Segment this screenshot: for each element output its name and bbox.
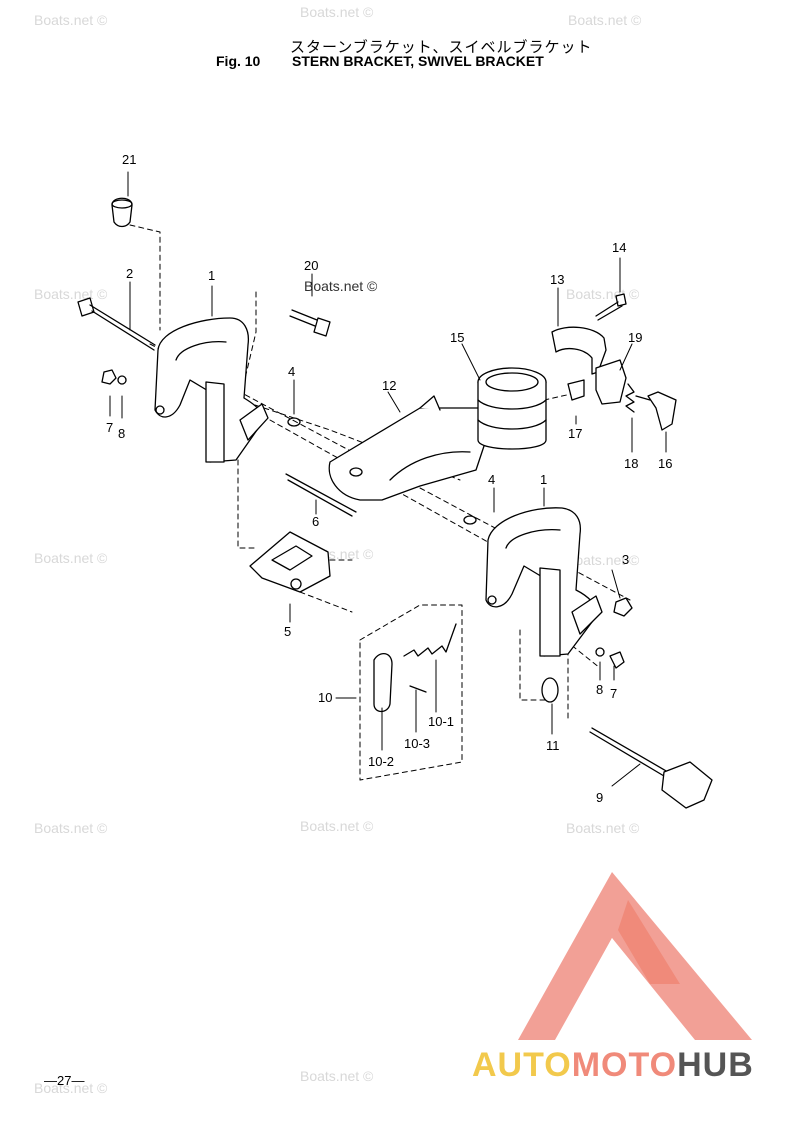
part-19-bracket — [595, 359, 627, 405]
page-title: STERN BRACKET, SWIVEL BRACKET — [292, 53, 544, 69]
callout-3: 3 — [622, 552, 630, 567]
part-14-bolt — [595, 293, 627, 321]
part-18-spring — [625, 383, 635, 413]
part-8-washer-left — [117, 375, 127, 385]
part-16-knob — [635, 391, 677, 431]
part-3-nut — [613, 597, 633, 617]
watermark: Boats.net © — [300, 4, 374, 20]
watermark: Boats.net © — [566, 552, 640, 568]
callout-7-left: 7 — [106, 420, 114, 435]
callout-10-2: 10-2 — [368, 754, 395, 769]
part-17-plate — [567, 379, 585, 401]
brand-part-moto: MOTO — [571, 1046, 678, 1084]
part-5-plate — [249, 531, 331, 593]
callout-15: 15 — [450, 330, 465, 345]
title-japanese: スターンブラケット、スイベルブラケット — [290, 39, 593, 56]
callout-2: 2 — [126, 266, 134, 281]
part-7-nut-right — [609, 651, 625, 669]
callout-11: 11 — [546, 738, 560, 753]
part-1-stern-bracket-left — [154, 317, 269, 463]
brand-part-hub: HUB — [677, 1046, 754, 1084]
callout-12: 12 — [382, 378, 397, 393]
callout-4-lower: 4 — [488, 472, 496, 487]
figure-number: Fig. 10 — [216, 53, 261, 69]
watermark: Boats.net © — [300, 1068, 374, 1084]
part-1-stern-bracket-right — [485, 507, 603, 657]
callout-10: 10 — [318, 690, 333, 705]
watermark: Boats.net © — [300, 818, 374, 834]
kit-10-box — [359, 604, 463, 781]
part-4-washer-upper — [287, 417, 301, 427]
callout-6: 6 — [312, 514, 320, 529]
callout-8-left: 8 — [118, 426, 126, 441]
watermark-dark: Boats.net © — [304, 278, 378, 294]
part-10-1-spring — [403, 623, 457, 657]
callout-7-right: 7 — [610, 686, 618, 701]
callout-1-right: 1 — [540, 472, 548, 487]
callout-8-right: 8 — [596, 682, 604, 697]
part-6-rod — [285, 473, 357, 517]
callout-17: 17 — [568, 426, 583, 441]
part-4-washer-lower — [463, 515, 477, 525]
part-2-bolt — [77, 297, 156, 351]
callout-20: 20 — [304, 258, 319, 273]
part-11-disc — [541, 677, 559, 703]
automotohub-logo-mark — [518, 872, 752, 1040]
part-10-3-pin — [409, 685, 427, 693]
callout-lines — [109, 171, 667, 787]
part-10-2-lever — [373, 653, 393, 713]
watermark: Boats.net © — [34, 1080, 108, 1096]
watermark: Boats.net © — [568, 12, 642, 28]
part-15-bushing — [477, 367, 547, 450]
callout-14: 14 — [612, 240, 627, 255]
part-12-swivel-bracket — [328, 395, 487, 501]
brand-part-auto: AUTO — [472, 1046, 572, 1084]
part-9-tilt-rod — [589, 727, 713, 809]
part-21-cap — [111, 197, 133, 228]
part-13-clamp — [551, 326, 607, 375]
callout-10-1: 10-1 — [428, 714, 455, 729]
part-20-bolt — [289, 309, 331, 337]
part-7-nut-left — [101, 369, 117, 385]
page-number: —27— — [44, 1073, 85, 1088]
part-8-washer-right — [595, 647, 605, 657]
callout-4-upper: 4 — [288, 364, 296, 379]
watermark: Boats.net © — [34, 12, 108, 28]
callout-13: 13 — [550, 272, 565, 287]
callout-18: 18 — [624, 456, 639, 471]
callout-1-left: 1 — [208, 268, 216, 283]
watermark: Boats.net © — [566, 820, 640, 836]
callout-10-3: 10-3 — [404, 736, 431, 751]
automotohub-logo-text: AUTOMOTOHUB — [472, 1046, 754, 1085]
watermark: Boats.net © — [34, 820, 108, 836]
callout-19: 19 — [628, 330, 643, 345]
callout-9: 9 — [596, 790, 604, 805]
callout-16: 16 — [658, 456, 673, 471]
callout-5: 5 — [284, 624, 292, 639]
callout-21: 21 — [122, 152, 137, 167]
watermark: Boats.net © — [34, 550, 108, 566]
